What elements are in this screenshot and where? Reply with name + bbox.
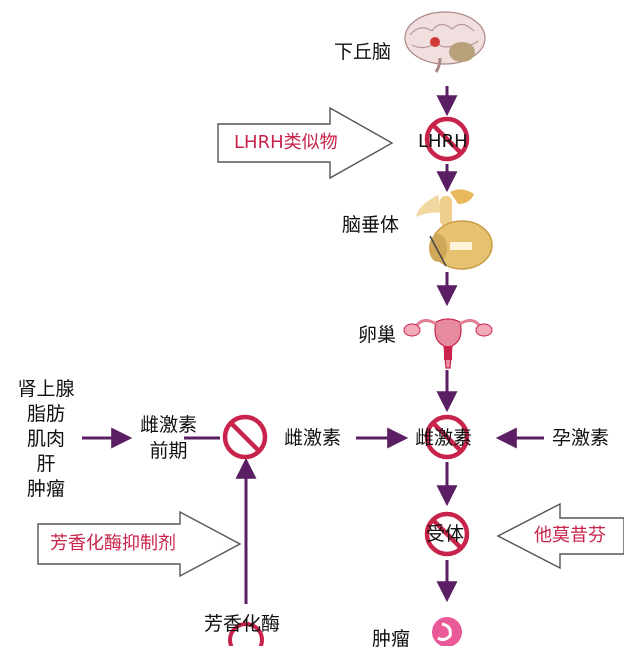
prohibition-icon bbox=[222, 414, 268, 460]
prohibition-icon bbox=[424, 511, 470, 557]
estrogen-label: 雌激素 bbox=[415, 427, 473, 449]
progesterone-label: 孕激素 bbox=[552, 427, 610, 449]
hypothalamus-label: 下丘脑 bbox=[334, 41, 392, 63]
aromatase-label: 芳香化酶 bbox=[204, 613, 281, 635]
pituitary-label: 脑垂体 bbox=[342, 214, 400, 236]
uterus-ovary-icon bbox=[403, 318, 493, 369]
aromatase-inhibitor-arrow bbox=[37, 510, 242, 578]
source-item: 肿瘤 bbox=[26, 478, 65, 500]
brain-icon bbox=[404, 11, 486, 73]
source-item: 脂肪 bbox=[26, 403, 65, 425]
prohibition-icon bbox=[424, 116, 470, 162]
precursor-line2: 前期 bbox=[149, 440, 188, 462]
tumor-icon bbox=[432, 617, 462, 646]
precursor-line1: 雌激素 bbox=[140, 414, 198, 436]
prohibition-icon bbox=[228, 622, 264, 646]
sources-list: 肾上腺 脂肪 肌肉 肝 肿瘤 bbox=[14, 377, 78, 502]
tamoxifen-label: 他莫昔芬 bbox=[534, 525, 606, 546]
pituitary-icon bbox=[416, 189, 493, 270]
source-item: 肾上腺 bbox=[17, 378, 75, 400]
tumor-label: 肿瘤 bbox=[372, 628, 411, 650]
receptor-label: 受体 bbox=[426, 523, 465, 545]
estrogen-mid-label: 雌激素 bbox=[284, 427, 342, 449]
lhrh-analog-arrow bbox=[217, 106, 394, 180]
source-item: 肝 bbox=[36, 453, 56, 475]
lhrh-label: LHRH bbox=[418, 131, 468, 152]
ovary-label: 卵巢 bbox=[358, 324, 397, 346]
prohibition-icon bbox=[424, 414, 470, 460]
source-item: 肌肉 bbox=[26, 428, 65, 450]
tamoxifen-arrow bbox=[496, 502, 624, 570]
lhrh-analog-label: LHRH类似物 bbox=[234, 132, 338, 153]
aromatase-inhibitor-label: 芳香化酶抑制剂 bbox=[50, 533, 176, 554]
estrogen-precursor-label: 雌激素 前期 bbox=[140, 412, 197, 464]
